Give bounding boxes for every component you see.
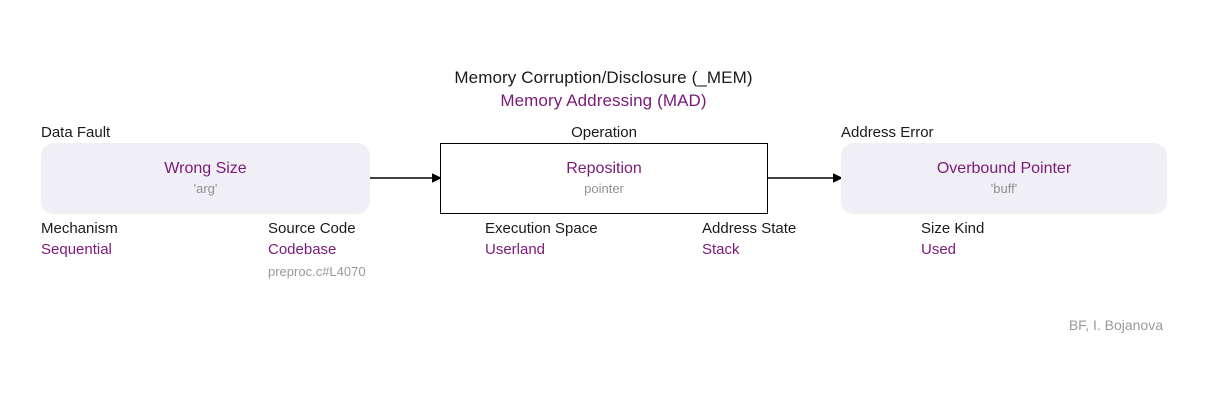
attribute-source-code-label: Source Code [268, 220, 356, 237]
attribute-execution-space-label: Execution Space [485, 220, 598, 237]
attribute-source-code-value[interactable]: Codebase [268, 241, 337, 258]
attribute-address-state-value[interactable]: Stack [702, 241, 740, 258]
arrow-operation-to-address-error [768, 171, 843, 183]
node-data-fault-title: Wrong Size [164, 160, 247, 177]
attribute-address-state: Address State Stack [702, 218, 796, 261]
arrow-data-fault-to-operation [370, 171, 442, 183]
node-address-error-title: Overbound Pointer [936, 160, 1072, 177]
attribute-size-kind: Size Kind Used [921, 218, 984, 261]
node-data-fault[interactable]: Wrong Size 'arg' [41, 143, 370, 214]
attribute-execution-space: Execution Space Userland [485, 218, 598, 261]
node-operation-title: Reposition [566, 160, 642, 177]
diagram-title-main: Memory Corruption/Disclosure (_MEM) [454, 68, 753, 87]
node-address-error[interactable]: Overbound Pointer 'buff' [841, 143, 1167, 214]
attribute-source-code: Source Code Codebase preproc.c#L4070 [268, 218, 366, 282]
node-address-error-operand: 'buff' [990, 181, 1018, 196]
footer-attribution: BF, I. Bojanova [1068, 317, 1163, 333]
attribute-size-kind-label: Size Kind [921, 220, 985, 237]
attribute-mechanism-value[interactable]: Sequential [41, 241, 112, 258]
node-data-fault-operand: 'arg' [193, 181, 218, 196]
attribute-mechanism-label: Mechanism [41, 220, 118, 237]
attribute-size-kind-value[interactable]: Used [921, 241, 957, 258]
node-operation-operand: pointer [584, 181, 624, 196]
diagram-title-subtitle: Memory Addressing (MAD) [500, 91, 707, 110]
diagram-title-block: Memory Corruption/Disclosure (_MEM) Memo… [0, 66, 1207, 112]
attribute-mechanism: Mechanism Sequential [41, 218, 118, 261]
stage-caption-operation: Operation [571, 124, 637, 141]
attribute-source-code-location[interactable]: preproc.c#L4070 [268, 264, 366, 279]
attribute-execution-space-value[interactable]: Userland [485, 241, 546, 258]
stage-caption-address-error: Address Error [841, 124, 934, 141]
attribute-address-state-label: Address State [702, 220, 797, 237]
stage-caption-data-fault: Data Fault [41, 124, 111, 141]
node-operation[interactable]: Reposition pointer [440, 143, 768, 214]
